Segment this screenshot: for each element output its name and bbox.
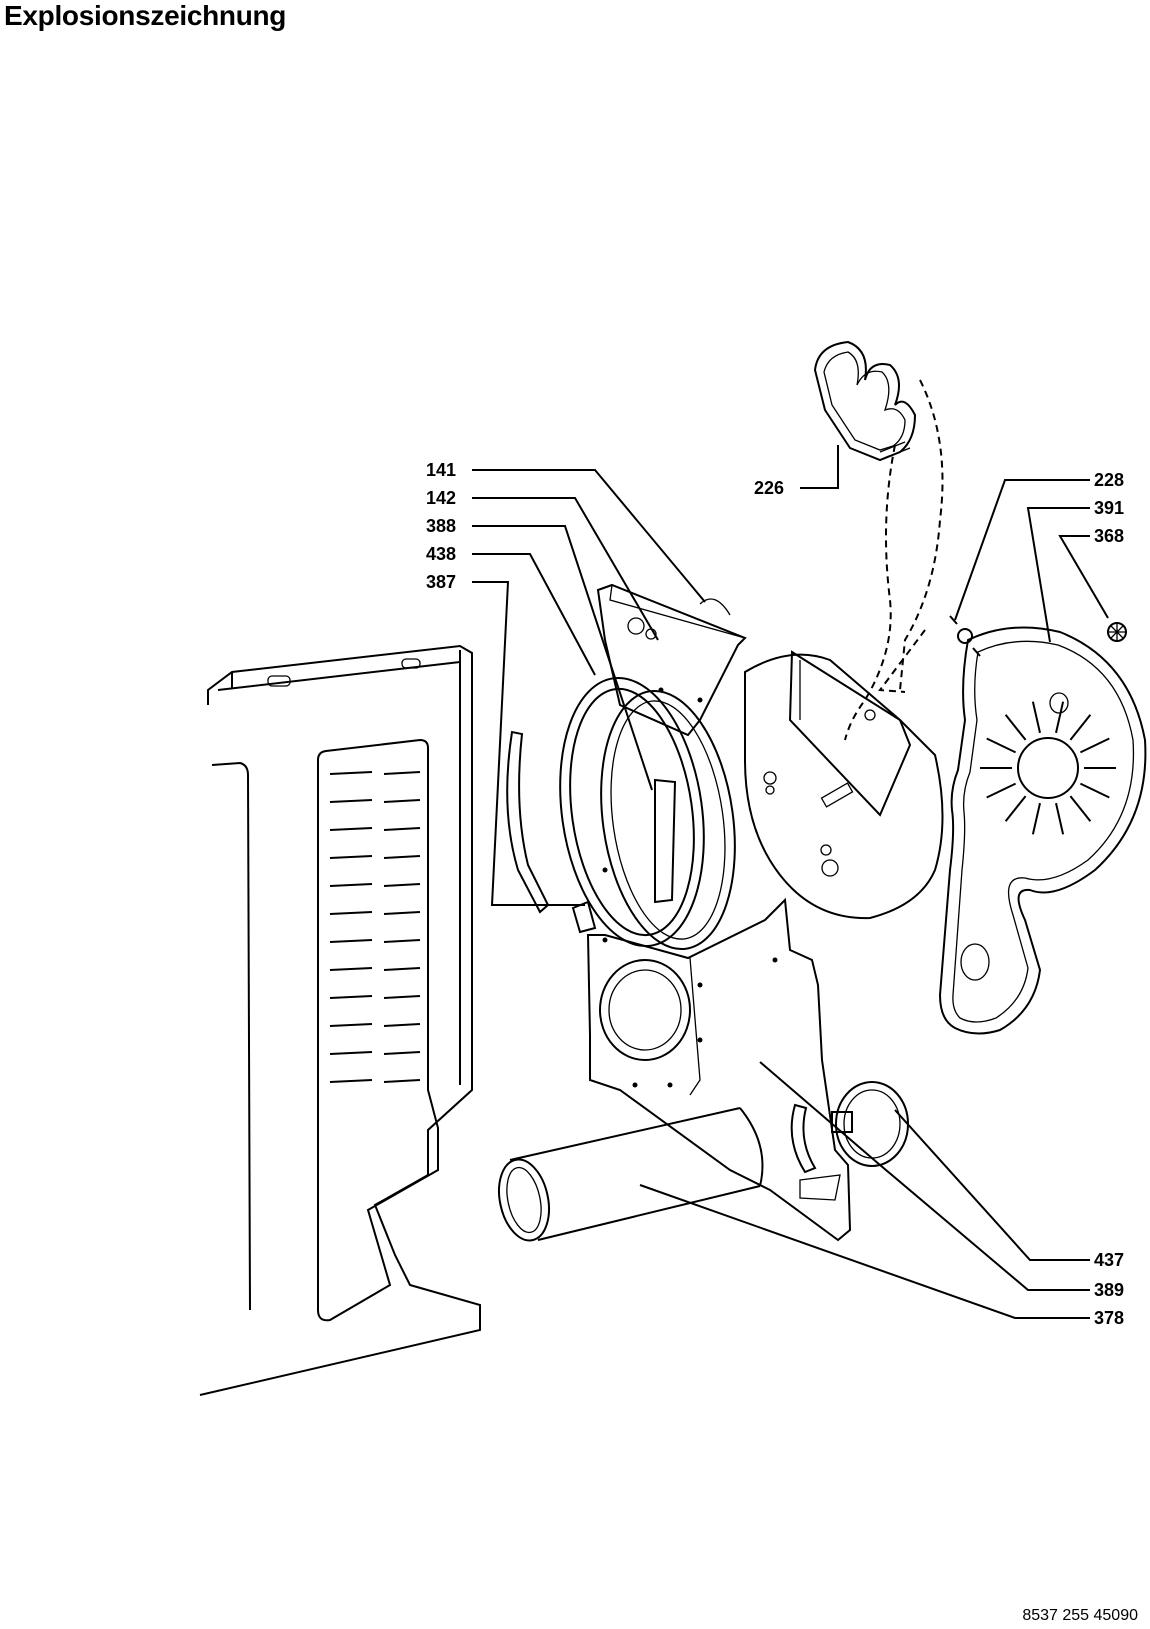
louvre-slot [383, 939, 421, 943]
leader-lines [472, 445, 1109, 1319]
gasket-spoke [1069, 795, 1092, 822]
louvre-slot [329, 1023, 373, 1027]
louvre-slot [329, 1079, 373, 1083]
louvre-slot [383, 1051, 421, 1055]
thermal-fuse-228 [949, 615, 981, 657]
heater-wire-dashed [844, 444, 896, 741]
gasket-spoke [1004, 795, 1027, 822]
callout-387: 387 [426, 572, 456, 592]
air-duct-tube-378 [498, 1107, 764, 1242]
callout-141: 141 [426, 460, 456, 480]
cabinet-louvre-panel [317, 738, 439, 1322]
louvre-slot [383, 1079, 421, 1083]
rear-gasket-391 [938, 626, 1147, 1035]
louvre-slot [383, 1023, 421, 1027]
gasket-strip-387 [506, 730, 597, 934]
louvre-slot [329, 911, 373, 915]
callout-142: 142 [426, 488, 456, 508]
document-number: 8537 255 45090 [1022, 1607, 1138, 1624]
louvre-slot [329, 1051, 373, 1055]
louvre-slot [383, 995, 421, 999]
callout-226: 226 [754, 478, 784, 498]
cabinet-body [199, 644, 481, 1396]
page-title: Explosionszeichnung [4, 0, 287, 31]
louvre-slot [383, 771, 421, 775]
door-seal-rings [559, 676, 736, 951]
heating-element-226 [813, 340, 917, 462]
thermostat-437 [790, 1081, 909, 1174]
fuse-link-dashed [878, 629, 926, 693]
gasket-spoke [1055, 802, 1065, 835]
gasket-spoke [1079, 737, 1110, 754]
rear-panel [586, 867, 852, 1242]
louvre-slot [329, 967, 373, 971]
gasket-spoke [1004, 714, 1027, 741]
gasket-spoke [1069, 714, 1092, 741]
callout-368: 368 [1094, 526, 1124, 546]
gasket-spoke [1055, 701, 1065, 734]
louvre-slot [329, 771, 373, 775]
louvre-slot [329, 995, 373, 999]
louvre-slot [329, 799, 373, 803]
callout-391: 391 [1094, 498, 1124, 518]
gasket-spoke [986, 737, 1017, 754]
callout-378: 378 [1094, 1308, 1124, 1328]
louvre-slot [329, 883, 373, 887]
callout-389: 389 [1094, 1280, 1124, 1300]
louvre-slot [383, 799, 421, 803]
gasket-spoke [1079, 782, 1110, 799]
callout-388: 388 [426, 516, 456, 536]
gasket-spoke [986, 782, 1017, 799]
louvre-slot [329, 827, 373, 831]
louvre-slot [383, 827, 421, 831]
gasket-spoke [1031, 701, 1041, 734]
louvre-slot [329, 855, 373, 859]
cap-368 [1107, 622, 1127, 642]
callout-228: 228 [1094, 470, 1124, 490]
louvre-slot [329, 939, 373, 943]
louvre-slot [383, 855, 421, 859]
louvre-slot [383, 883, 421, 887]
heater-wire-dashed-2 [899, 379, 944, 691]
callout-438: 438 [426, 544, 456, 564]
callout-437: 437 [1094, 1250, 1124, 1270]
louvre-slot [383, 911, 421, 915]
heater-housing-plate [744, 650, 944, 920]
louvre-slot [383, 967, 421, 971]
gasket-spoke [1031, 802, 1041, 835]
